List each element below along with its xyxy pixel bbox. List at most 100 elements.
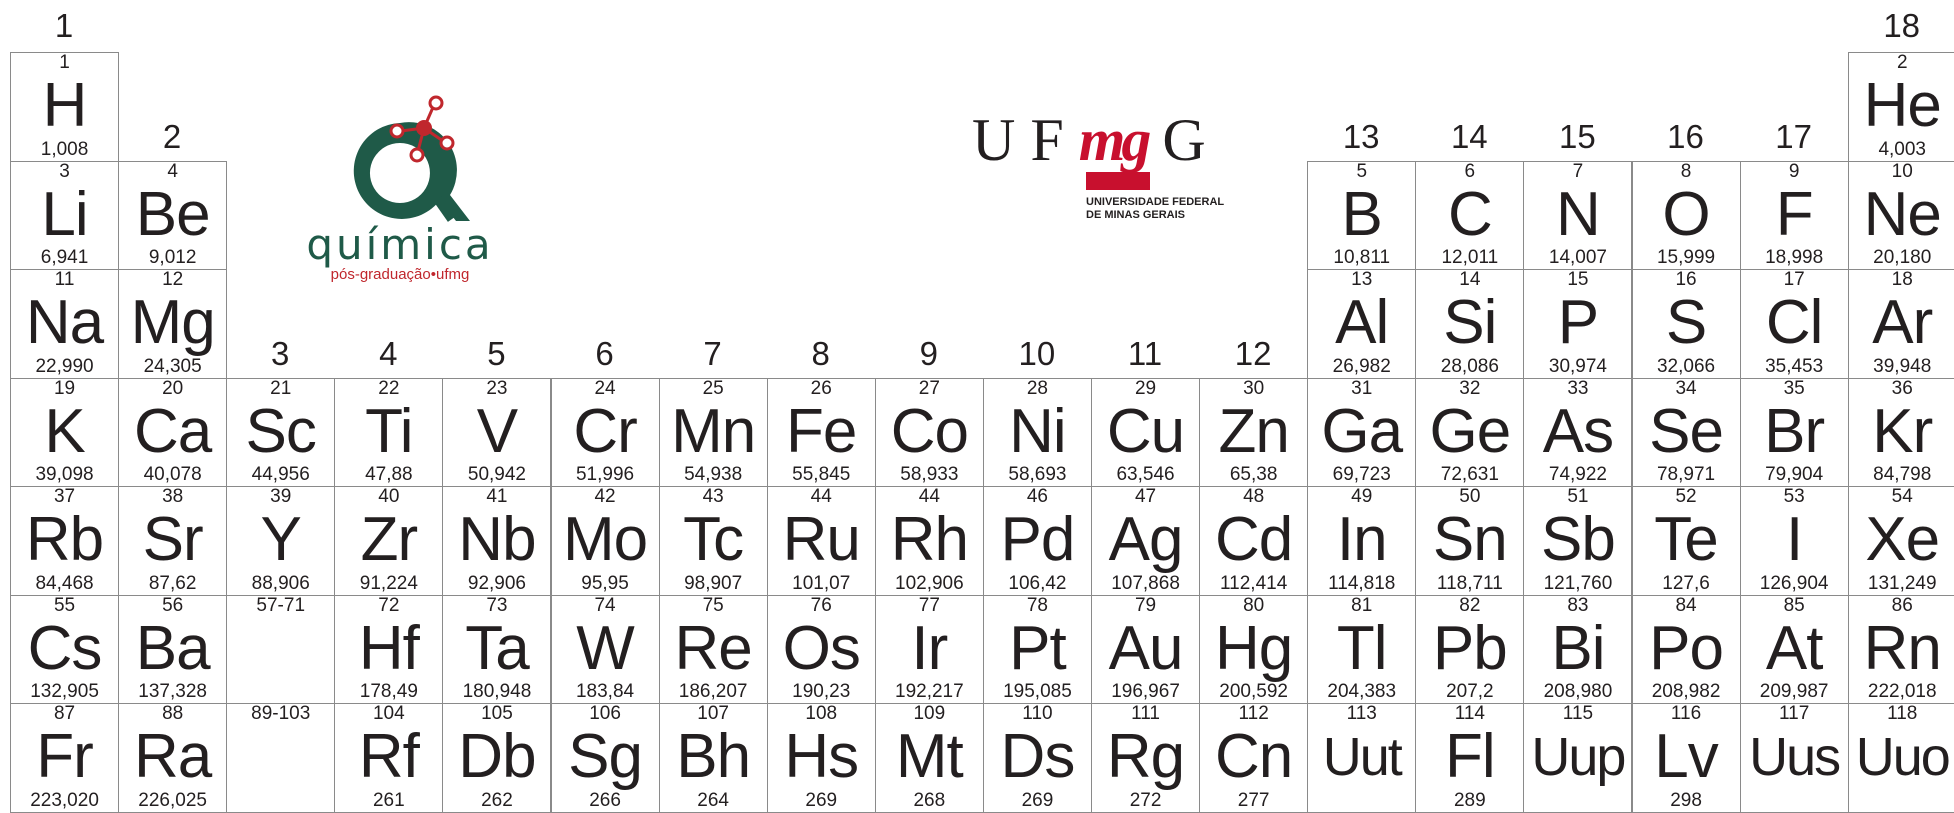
ufmg-red-bar [1086, 172, 1150, 190]
element-symbol: Sr [142, 505, 204, 574]
atomic-number: 52 [1675, 486, 1697, 507]
atomic-mass: 30,974 [1548, 355, 1607, 377]
element-symbol: Au [1108, 613, 1184, 683]
atomic-mass: 106,42 [1008, 572, 1067, 594]
element-symbol: Uuo [1855, 727, 1951, 787]
element-symbol: Te [1654, 505, 1718, 574]
group-number-12: 12 [1234, 334, 1272, 372]
atomic-mass: 272 [1129, 789, 1162, 811]
element-symbol: Lv [1654, 722, 1718, 791]
element-symbol: Al [1335, 288, 1389, 357]
atomic-mass: 4,003 [1878, 138, 1926, 160]
atomic-number: 78 [1026, 594, 1048, 616]
group-number-2: 2 [162, 117, 182, 155]
atomic-mass: 28,086 [1440, 355, 1499, 377]
atomic-mass: 20,180 [1873, 247, 1932, 268]
atomic-number: 25 [702, 377, 724, 399]
atomic-mass: 190,23 [792, 681, 851, 702]
group-number-15: 15 [1559, 117, 1596, 155]
atomic-number: 115 [1562, 703, 1594, 724]
atomic-number: 1 [59, 52, 70, 73]
atomic-mass: 6,941 [40, 247, 89, 268]
atomic-number: 118 [1887, 703, 1918, 724]
element-symbol: Bh [676, 722, 751, 791]
element-symbol: Pd [1000, 505, 1076, 574]
atomic-mass: 126,904 [1759, 572, 1829, 594]
atomic-mass: 200,592 [1219, 681, 1288, 702]
element-symbol: Bi [1551, 613, 1605, 683]
atomic-number: 51 [1567, 486, 1589, 507]
atomic-mass: 63,546 [1116, 464, 1175, 485]
element-range-cell-57-71: 57-71 [226, 594, 336, 704]
atomic-mass: 79,904 [1765, 464, 1824, 485]
atomic-mass: 207,2 [1446, 681, 1494, 702]
atomic-mass: 180,948 [462, 681, 532, 702]
atomic-mass: 264 [697, 789, 729, 811]
atomic-mass: 84,798 [1873, 464, 1932, 485]
element-symbol: Ag [1108, 505, 1184, 574]
atomic-mass: 51,996 [575, 464, 635, 485]
element-symbol: Mt [895, 722, 964, 791]
element-symbol: Ir [911, 613, 948, 683]
atomic-mass: 54,938 [684, 464, 743, 485]
ufmg-subtitle-line-2: DE MINAS GERAIS [1086, 209, 1186, 221]
group-number-10: 10 [1018, 334, 1056, 372]
atomic-number: 110 [1022, 703, 1053, 724]
atomic-number: 57-71 [256, 594, 306, 616]
element-symbol: Fr [36, 722, 94, 791]
atomic-mass: 137,328 [138, 681, 207, 702]
atomic-number: 39 [270, 486, 292, 507]
group-number-7: 7 [703, 334, 722, 372]
atomic-number: 27 [918, 377, 940, 399]
group-number-11: 11 [1127, 334, 1163, 372]
element-symbol: Li [41, 179, 88, 249]
atomic-number: 46 [1026, 486, 1048, 507]
element-symbol: Tl [1336, 613, 1388, 683]
element-symbol: Uut [1322, 727, 1403, 787]
element-symbol: Cl [1765, 288, 1824, 357]
group-number-16: 16 [1667, 117, 1704, 155]
atomic-number: 76 [810, 594, 832, 616]
group-number-4: 4 [379, 334, 398, 372]
atomic-number: 112 [1238, 703, 1269, 724]
element-symbol: Tc [683, 505, 744, 574]
element-symbol: Pb [1432, 613, 1508, 683]
ufmg-subtitle: UNIVERSIDADE FEDERAL DE MINAS GERAIS [1086, 196, 1236, 222]
element-symbol: Sc [245, 396, 317, 466]
ufmg-letter-g: G [1162, 107, 1206, 173]
element-symbol: At [1765, 613, 1824, 683]
atomic-number: 48 [1243, 486, 1265, 507]
atomic-mass: 183,84 [575, 681, 635, 702]
atomic-mass: 114,818 [1328, 572, 1396, 594]
ufmg-letters-mg: mg [1078, 107, 1152, 173]
element-symbol: Si [1443, 288, 1497, 357]
atomic-number: 6 [1464, 160, 1476, 182]
atomic-number: 8 [1680, 160, 1692, 182]
atomic-number: 28 [1026, 377, 1048, 399]
element-symbol: Se [1649, 396, 1724, 466]
element-symbol: Rn [1863, 613, 1942, 683]
